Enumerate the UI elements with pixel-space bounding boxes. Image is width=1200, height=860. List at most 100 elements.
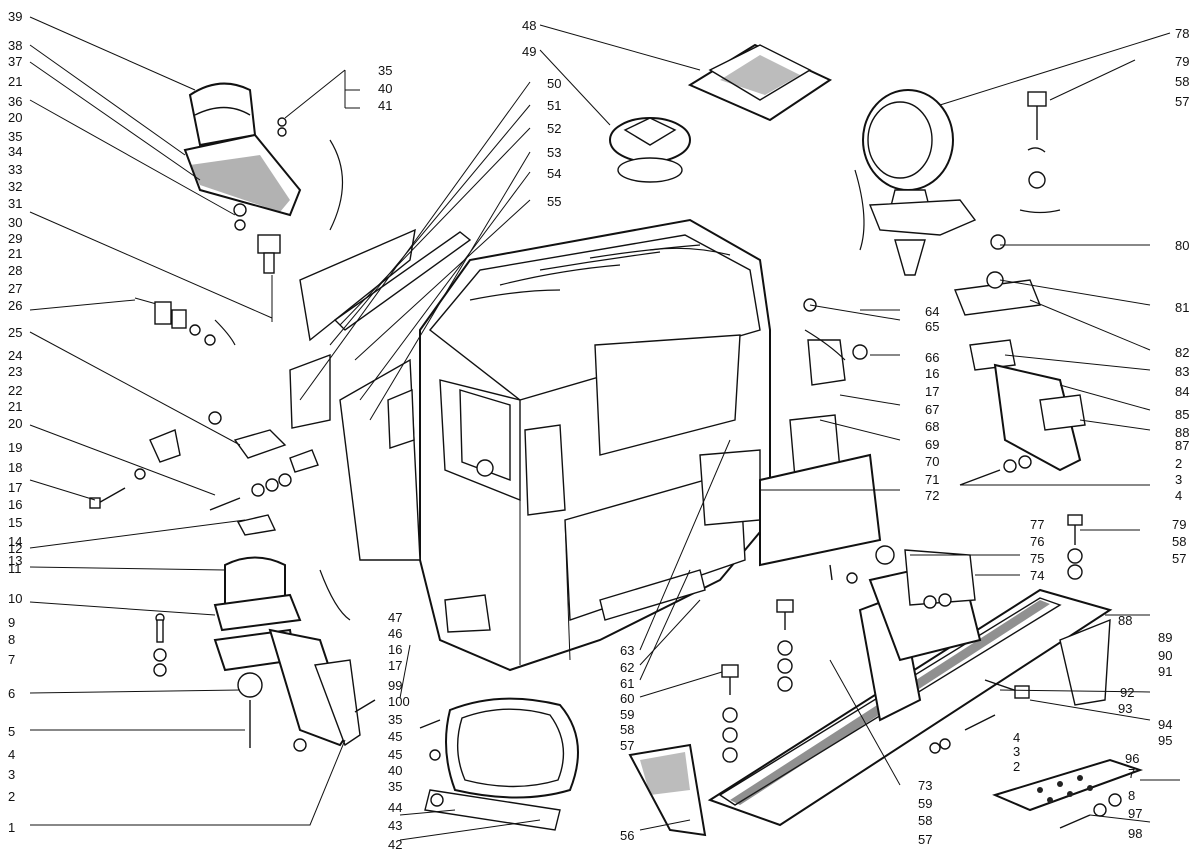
- callout-label: 35: [8, 129, 22, 144]
- callout-label: 4: [1013, 730, 1020, 745]
- callout-label: 88: [1118, 613, 1132, 628]
- callout-label: 36: [8, 94, 22, 109]
- bolt-set-57-60: [721, 664, 739, 763]
- callout-label: 80: [1175, 238, 1189, 253]
- callout-label: 16: [925, 366, 939, 381]
- callout-label: 83: [1175, 364, 1189, 379]
- callout-label: 88: [1175, 425, 1189, 440]
- callout-label: 9: [8, 615, 15, 630]
- callout-label: 43: [388, 818, 402, 833]
- callout-label: 4: [1175, 488, 1182, 503]
- callout-label: 79: [1172, 517, 1186, 532]
- callout-label: 64: [925, 304, 939, 319]
- group-arc: [804, 329, 846, 361]
- callout-label: 72: [925, 488, 939, 503]
- callout-label: 92: [1120, 685, 1134, 700]
- callout-label: 62: [620, 660, 634, 675]
- callout-label: 11: [8, 561, 22, 576]
- callout-label: 100: [388, 694, 410, 709]
- callout-label: 67: [925, 402, 939, 417]
- callout-label: 96: [1125, 751, 1139, 766]
- callout-label: 68: [925, 419, 939, 434]
- callout-label: 45: [388, 747, 402, 762]
- rear-mount-lower: [153, 556, 376, 752]
- callout-label: 74: [1030, 568, 1044, 583]
- callout-label: 1: [8, 820, 15, 835]
- callout-label: 81: [1175, 300, 1189, 315]
- callout-label: 76: [1030, 534, 1044, 549]
- callout-label: 60: [620, 691, 634, 706]
- callout-label: 32: [8, 179, 22, 194]
- callout-label: 2: [1175, 456, 1182, 471]
- callout-label: 50: [547, 76, 561, 91]
- callout-label: 4: [8, 747, 15, 762]
- callout-label: 47: [388, 610, 402, 625]
- bolt-set-25: [134, 297, 216, 346]
- callout-label: 35: [378, 63, 392, 78]
- callout-label: 69: [925, 437, 939, 452]
- callout-label: 21: [8, 74, 22, 89]
- callout-label: 18: [8, 460, 22, 475]
- bolt-set-93: [964, 679, 1030, 731]
- callout-label: 28: [8, 263, 22, 278]
- callout-label: 82: [1175, 345, 1189, 360]
- leader-lines: [29, 16, 1180, 841]
- callout-label: 15: [8, 515, 22, 530]
- callout-label: 7: [1128, 766, 1135, 781]
- callout-label: 59: [620, 707, 634, 722]
- callout-label: 8: [8, 632, 15, 647]
- callout-label: 87: [1175, 438, 1189, 453]
- callout-label: 45: [388, 729, 402, 744]
- callout-label: 99: [388, 678, 402, 693]
- step-housing: [419, 697, 579, 831]
- callout-label: 39: [8, 9, 22, 24]
- bolt-set-18: [209, 473, 292, 536]
- callout-label: 41: [378, 98, 392, 113]
- callout-label: 78: [1175, 26, 1189, 41]
- callout-label: 90: [1158, 648, 1172, 663]
- callout-label: 27: [8, 281, 22, 296]
- callout-label: 13: [8, 553, 22, 568]
- callout-label: 44: [388, 800, 402, 815]
- callout-label: 25: [8, 325, 22, 340]
- bracket-parts-19-24: [149, 411, 319, 473]
- bolt-set-79-lower: [1067, 514, 1083, 580]
- callout-label: 98: [1128, 826, 1142, 841]
- callout-label: 31: [8, 196, 22, 211]
- bracket-56: [628, 743, 707, 837]
- mirror-bracket-group: [954, 234, 1086, 486]
- callout-label: 77: [1030, 517, 1044, 532]
- callout-label: 48: [522, 18, 536, 33]
- callout-label: 57: [1175, 94, 1189, 109]
- callout-label: 33: [8, 162, 22, 177]
- callout-label: 52: [547, 121, 561, 136]
- spot-lamp: [862, 89, 977, 276]
- callout-label: 22: [8, 383, 22, 398]
- cab-side-panel: [339, 358, 421, 561]
- callout-label: 55: [547, 194, 561, 209]
- callout-label: 7: [8, 652, 15, 667]
- mirror-assembly: [699, 298, 882, 567]
- callout-label: 10: [8, 591, 22, 606]
- callout-label: 46: [388, 626, 402, 641]
- callout-label: 71: [925, 472, 939, 487]
- group-arc: [854, 169, 865, 251]
- callout-label: 29: [8, 231, 22, 246]
- callout-label: 58: [1172, 534, 1186, 549]
- front-mount-upper: [183, 82, 302, 322]
- callout-label: 70: [925, 454, 939, 469]
- callout-label: 63: [620, 643, 634, 658]
- callout-labels: 3938372136203534333231302921282726252423…: [8, 9, 1189, 852]
- callout-label: 16: [8, 497, 22, 512]
- callout-label: 57: [620, 738, 634, 753]
- callout-label: 17: [925, 384, 939, 399]
- callout-label: 34: [8, 144, 22, 159]
- callout-label: 2: [1013, 759, 1020, 774]
- callout-label: 3: [1013, 744, 1020, 759]
- group-arc: [319, 569, 351, 621]
- callout-label: 37: [8, 54, 22, 69]
- frame-rail: [707, 558, 1113, 827]
- callout-label: 21: [8, 246, 22, 261]
- callout-label: 17: [8, 480, 22, 495]
- callout-label: 58: [1175, 74, 1189, 89]
